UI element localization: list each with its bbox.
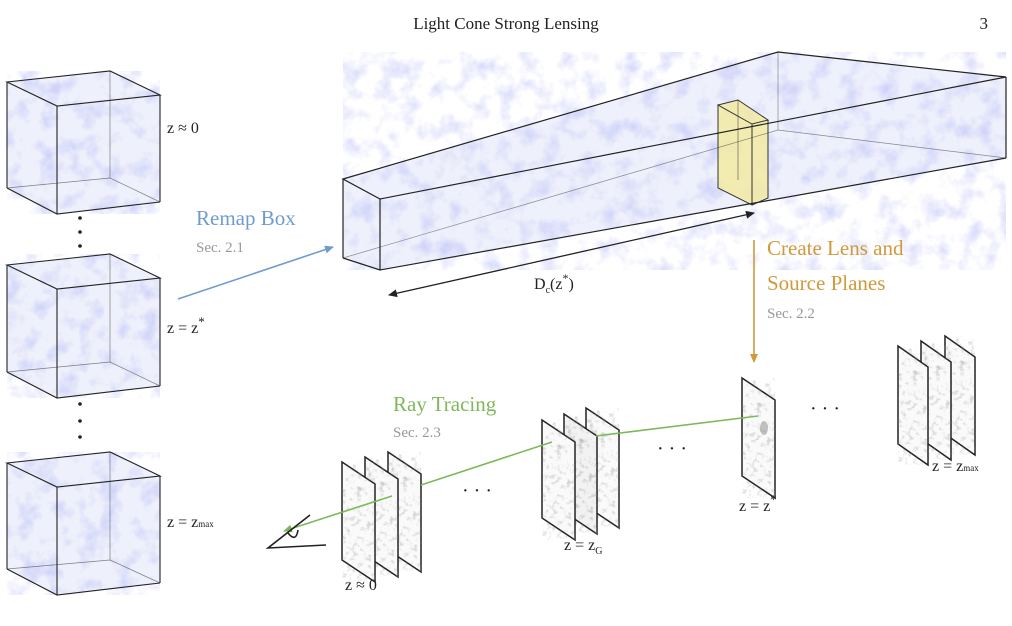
plane-label-zmax: z = zmax (932, 458, 979, 475)
plane-label-zg: z = zG (564, 537, 602, 557)
source-plane-stack-zmax (897, 334, 976, 467)
remapped-light-cone-box (341, 51, 1007, 271)
ray-tracing-title: Ray Tracing (393, 392, 497, 416)
plane-label-z0: z ≈ 0 (345, 577, 377, 594)
lens-plane-stack-z0 (341, 450, 422, 584)
light-ray (283, 415, 759, 533)
snapshot-ellipsis (78, 216, 82, 439)
create-planes-section: Sec. 2.2 (767, 306, 815, 322)
snapshot-label-zmax: z = zmax (167, 514, 214, 531)
remap-arrow (177, 245, 334, 300)
create-planes-title-line2: Source Planes (767, 271, 885, 295)
lens-plane-stack-zg (541, 406, 620, 542)
lens-plane-slice (716, 99, 770, 206)
plane-label-zstar: z = z* (739, 492, 777, 516)
comoving-distance-arrow (388, 210, 755, 298)
snapshot-cube-zstar (5, 253, 162, 399)
lens-plane-zstar (741, 376, 776, 500)
plane-ellipsis-3: · · · (810, 398, 840, 420)
plane-ellipsis-1: · · · (462, 480, 492, 502)
snapshot-label-z0: z ≈ 0 (167, 120, 199, 137)
remap-box-section: Sec. 2.1 (196, 240, 244, 256)
snapshot-cube-zmax (5, 451, 162, 596)
remap-box-title: Remap Box (196, 206, 296, 230)
snapshot-label-zstar: z = z* (167, 314, 205, 338)
create-planes-title-line1: Create Lens and (767, 236, 904, 260)
plane-ellipsis-2: · · · (657, 438, 687, 460)
ray-tracing-section: Sec. 2.3 (393, 425, 441, 441)
page-number: 3 (979, 14, 989, 33)
comoving-distance-label: Dc(z*) (534, 271, 574, 296)
observer-eye-icon (265, 514, 327, 549)
page-title: Light Cone Strong Lensing (413, 14, 599, 33)
snapshot-cube-z0 (5, 70, 162, 215)
